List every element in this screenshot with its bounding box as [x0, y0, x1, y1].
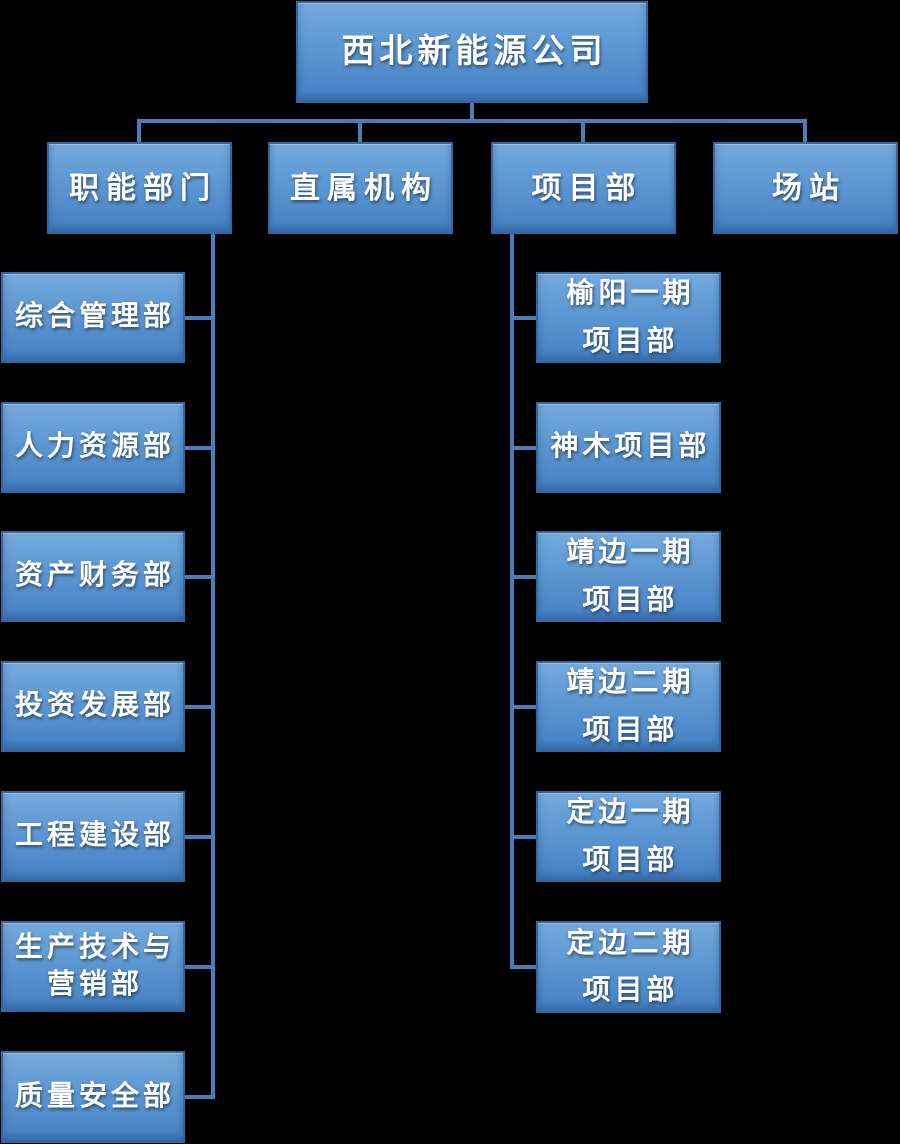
org-node-quality-safety: 质量安全部	[1, 1051, 185, 1143]
org-node-shenmu: 神木项目部	[536, 402, 721, 493]
org-node-production-marketing: 生产技术与 营销部	[1, 921, 185, 1012]
org-node-yuyang-phase1: 榆阳一期 项目部	[536, 272, 721, 363]
org-node-jingbian-phase1: 靖边一期 项目部	[536, 531, 721, 622]
connector-stub	[185, 575, 211, 579]
connector-stub	[185, 705, 211, 709]
connector-project-spine	[510, 234, 514, 969]
connector-stub	[512, 965, 536, 969]
connector-drop-station	[803, 123, 807, 142]
org-node-general-admin: 综合管理部	[1, 272, 185, 363]
org-node-hr: 人力资源部	[1, 402, 185, 493]
connector-functional-spine	[211, 234, 215, 1099]
connector-stub	[185, 965, 211, 969]
connector-stub	[512, 705, 536, 709]
org-node-stations: 场站	[713, 142, 898, 234]
connector-drop-direct	[358, 123, 362, 142]
connector-level2-bus	[137, 119, 807, 123]
connector-stub	[512, 316, 536, 320]
connector-stub	[185, 446, 211, 450]
connector-root-riser	[470, 103, 474, 119]
connector-stub	[512, 575, 536, 579]
connector-drop-functional	[137, 123, 141, 142]
org-node-root: 西北新能源公司	[296, 1, 648, 103]
connector-stub	[185, 835, 211, 839]
org-node-asset-finance: 资产财务部	[1, 531, 185, 622]
connector-stub	[512, 446, 536, 450]
connector-drop-project	[581, 123, 585, 142]
connector-stub	[512, 835, 536, 839]
connector-stub	[185, 316, 211, 320]
org-node-dingbian-phase1: 定边一期 项目部	[536, 791, 721, 882]
org-node-functional-depts: 职能部门	[47, 142, 232, 234]
org-node-investment-dev: 投资发展部	[1, 661, 185, 752]
org-node-direct-orgs: 直属机构	[268, 142, 453, 234]
org-node-jingbian-phase2: 靖边二期 项目部	[536, 661, 721, 752]
org-node-engineering: 工程建设部	[1, 791, 185, 882]
org-node-dingbian-phase2: 定边二期 项目部	[536, 921, 721, 1013]
connector-stub	[185, 1095, 211, 1099]
org-node-project-dept: 项目部	[491, 142, 676, 234]
